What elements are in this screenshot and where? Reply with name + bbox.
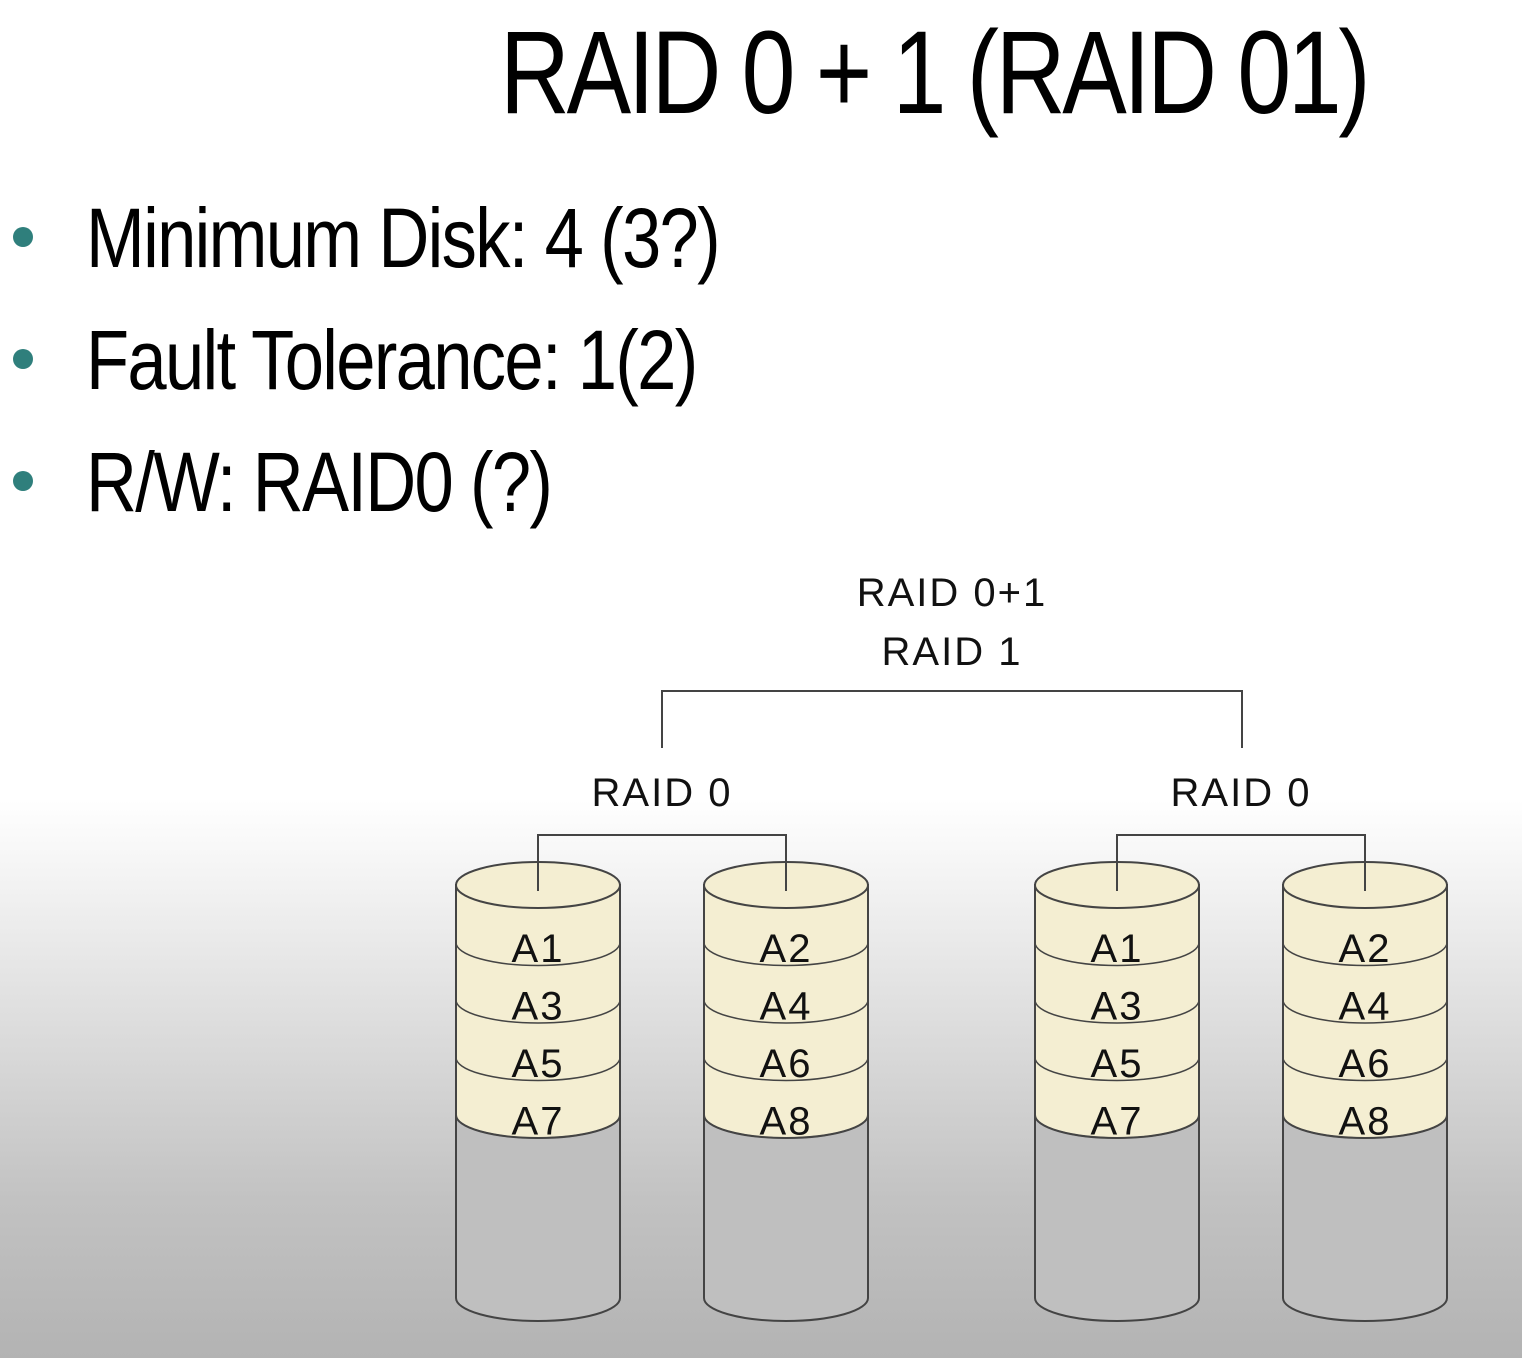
block-separator bbox=[1282, 942, 1448, 967]
bullet-text: Minimum Disk: 4 (3?) bbox=[86, 191, 721, 285]
block-separator bbox=[1034, 999, 1200, 1024]
bullet-text: R/W: RAID0 (?) bbox=[86, 435, 553, 529]
block-separator bbox=[1034, 942, 1200, 967]
block-separator bbox=[1034, 1057, 1200, 1082]
block-separator bbox=[455, 942, 621, 967]
block-separator bbox=[703, 1057, 869, 1082]
bullet-text: Fault Tolerance: 1(2) bbox=[86, 313, 698, 407]
block-label: A4 bbox=[1339, 985, 1392, 1029]
bullet-dot-icon bbox=[13, 349, 33, 369]
block-label: A7 bbox=[1091, 1100, 1144, 1144]
disk-empty-space bbox=[703, 1114, 869, 1322]
block-separator bbox=[455, 1057, 621, 1082]
block-label: A6 bbox=[1339, 1042, 1392, 1086]
block-label: A3 bbox=[512, 985, 565, 1029]
block-label: A2 bbox=[760, 927, 813, 971]
bullet-dot-icon bbox=[13, 471, 33, 491]
block-label: A4 bbox=[760, 985, 813, 1029]
disk-empty-space bbox=[1282, 1114, 1448, 1322]
block-separator bbox=[455, 999, 621, 1024]
block-separator bbox=[455, 1114, 621, 1139]
block-label: A8 bbox=[760, 1100, 813, 1144]
raid0-connector bbox=[1116, 834, 1366, 891]
block-label: A7 bbox=[512, 1100, 565, 1144]
block-separator bbox=[703, 942, 869, 967]
block-label: A8 bbox=[1339, 1100, 1392, 1144]
raid0-connectors bbox=[537, 834, 1366, 891]
block-separator bbox=[703, 999, 869, 1024]
raid0-label-left: RAID 0 bbox=[592, 771, 733, 815]
raid01-label: RAID 0+1 bbox=[857, 571, 1048, 615]
block-separator bbox=[1282, 999, 1448, 1024]
slide-title: RAID 0 + 1 (RAID 01) bbox=[500, 7, 1371, 139]
block-separator bbox=[703, 1114, 869, 1139]
block-separator bbox=[1034, 1114, 1200, 1139]
block-separator bbox=[1282, 1114, 1448, 1139]
raid1-connector bbox=[661, 690, 1243, 748]
block-label: A5 bbox=[1091, 1042, 1144, 1086]
disk-empty-space bbox=[1034, 1114, 1200, 1322]
disk-empty-space bbox=[455, 1114, 621, 1322]
block-label: A1 bbox=[1091, 927, 1144, 971]
raid0-label-right: RAID 0 bbox=[1171, 771, 1312, 815]
raid1-label: RAID 1 bbox=[882, 630, 1023, 674]
block-label: A3 bbox=[1091, 985, 1144, 1029]
block-label: A2 bbox=[1339, 927, 1392, 971]
block-label: A1 bbox=[512, 927, 565, 971]
bullet-dot-icon bbox=[13, 227, 33, 247]
block-label: A6 bbox=[760, 1042, 813, 1086]
block-label: A5 bbox=[512, 1042, 565, 1086]
raid0-connector bbox=[537, 834, 787, 891]
block-separator bbox=[1282, 1057, 1448, 1082]
